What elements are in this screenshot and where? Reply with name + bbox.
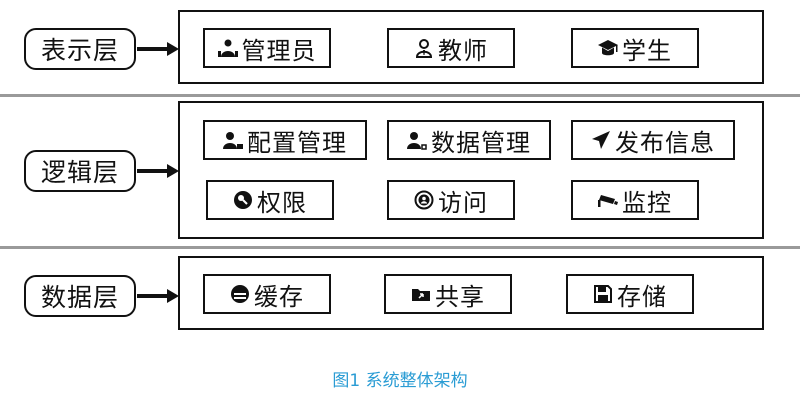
module-label: 共享 (435, 282, 485, 311)
layer-label-logic: 逻辑层 (24, 150, 136, 192)
module-admin: 管理员 (203, 28, 331, 68)
module-label: 缓存 (254, 282, 304, 311)
module-label: 发布信息 (615, 128, 715, 157)
arrow-data (137, 289, 179, 303)
module-publish-info: 发布信息 (571, 120, 735, 160)
teacher-icon (415, 39, 433, 58)
module-label: 存储 (617, 282, 667, 311)
module-monitoring: 监控 (571, 180, 699, 220)
module-label: 教师 (438, 36, 488, 65)
module-data-management: 数据管理 (387, 120, 551, 160)
module-label: 管理员 (241, 36, 317, 65)
data-user-icon (407, 132, 427, 150)
module-label: 权限 (257, 188, 307, 217)
module-permissions: 权限 (206, 180, 334, 220)
layer-label-presentation: 表示层 (24, 28, 136, 70)
module-cache: 缓存 (203, 274, 331, 314)
layer-label-data: 数据层 (24, 275, 136, 317)
camera-icon (598, 195, 618, 207)
key-icon (234, 191, 252, 209)
send-icon (592, 131, 610, 149)
folder-share-icon (412, 289, 430, 301)
graduation-cap-icon (598, 40, 618, 56)
save-icon (594, 285, 612, 303)
separator-top (0, 94, 800, 97)
module-student: 学生 (571, 28, 699, 68)
module-teacher: 教师 (387, 28, 515, 68)
module-label: 学生 (622, 36, 672, 65)
module-access: 访问 (387, 180, 515, 220)
module-label: 监控 (622, 188, 672, 217)
separator-bottom (0, 246, 800, 249)
admin-icon (217, 39, 238, 57)
database-icon (231, 285, 249, 303)
user-circle-icon (414, 190, 434, 210)
config-user-icon (223, 132, 243, 149)
arrow-presentation (137, 42, 179, 56)
figure-caption: 图1 系统整体架构 (332, 371, 468, 391)
module-label: 配置管理 (247, 128, 347, 157)
module-label: 访问 (438, 188, 488, 217)
module-label: 数据管理 (431, 128, 531, 157)
module-share: 共享 (384, 274, 512, 314)
module-config-management: 配置管理 (203, 120, 367, 160)
arrow-logic (137, 164, 179, 178)
module-storage: 存储 (566, 274, 694, 314)
